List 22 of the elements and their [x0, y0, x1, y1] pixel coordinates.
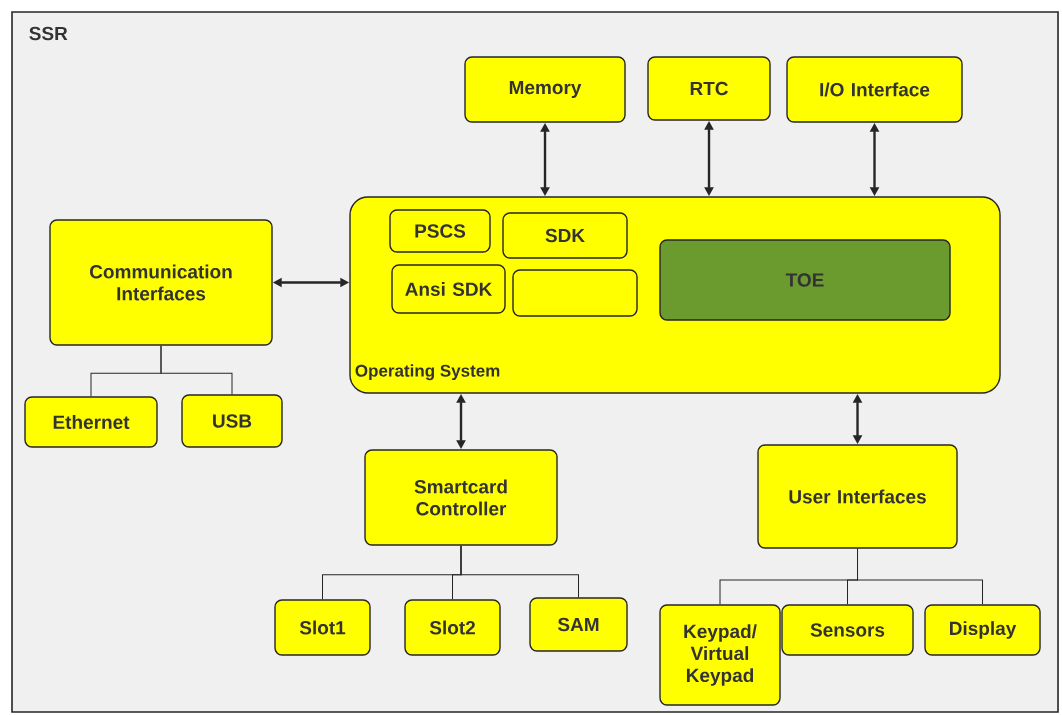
connector-line — [857, 548, 983, 605]
component-box: Slot1 — [274, 599, 371, 656]
component-box: PSCS — [389, 209, 491, 253]
connector-line — [160, 345, 233, 395]
component-box: Communication Interfaces — [49, 219, 273, 346]
component-box: SAM — [529, 597, 628, 652]
component-box: Keypad/ Virtual Keypad — [659, 604, 781, 706]
component-box: Display — [924, 604, 1041, 656]
component-box: Memory — [464, 56, 626, 123]
component-box: Slot2 — [404, 599, 501, 656]
component-box: Ethernet — [24, 396, 158, 448]
component-box — [512, 269, 638, 317]
component-box: TOE — [659, 239, 951, 321]
connector-line — [460, 545, 579, 598]
component-box: Smartcard Controller — [364, 449, 558, 546]
component-box: Ansi SDK — [391, 264, 506, 314]
component-box: USB — [181, 394, 283, 448]
component-box: User Interfaces — [757, 444, 958, 549]
component-box: I/O Interface — [786, 56, 963, 123]
component-box: SDK — [502, 212, 628, 259]
component-box: RTC — [647, 56, 771, 121]
component-box: Sensors — [781, 604, 914, 656]
